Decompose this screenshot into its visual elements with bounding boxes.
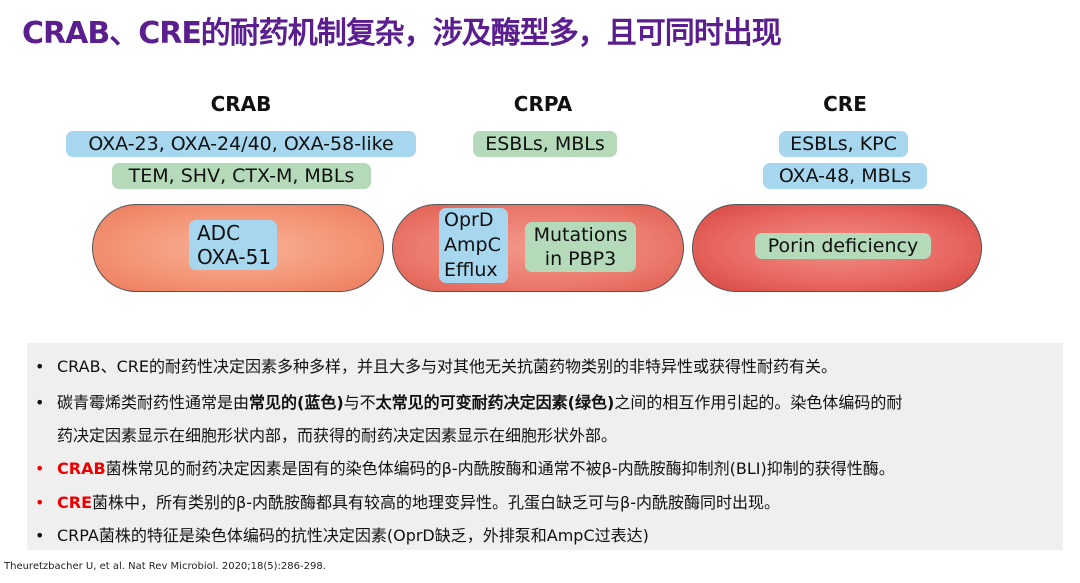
slide-title: CRAB、CRE的耐药机制复杂，涉及酶型多，且可同时出现	[22, 16, 782, 51]
crpa-intrinsic-tag: OprD AmpC Efflux	[439, 208, 508, 283]
tag-line: Mutations	[533, 224, 628, 246]
tag-line: OprD	[444, 209, 494, 231]
tag-line: ADC	[197, 221, 241, 245]
bullet-list: CRAB、CRE的耐药性决定因素多种多样，并且大多与对其他无关抗菌药物类别的非特…	[27, 343, 1063, 550]
crab-intrinsic-tag: ADC OXA-51	[189, 220, 277, 270]
bullet-item: CRAB、CRE的耐药性决定因素多种多样，并且大多与对其他无关抗菌药物类别的非特…	[35, 356, 837, 378]
bullet-item: CRE菌株中，所有类别的β-内酰胺酶都具有较高的地理变异性。孔蛋白缺乏可与β-内…	[35, 492, 780, 514]
cre-label: CRE	[823, 92, 867, 116]
tag-line: Efflux	[444, 259, 498, 281]
cre-acquired-tag: OXA-48, MBLs	[763, 163, 927, 189]
tag-line: AmpC	[444, 234, 501, 256]
bullet-continuation: 药决定因素显示在细胞形状内部，而获得的耐药决定因素显示在细胞形状外部。	[57, 426, 618, 445]
tag-line: in PBP3	[544, 248, 617, 270]
crab-acquired-tag: TEM, SHV, CTX-M, MBLs	[112, 163, 371, 189]
bullet-item: 碳青霉烯类耐药性通常是由常见的(蓝色)与不太常见的可变耐药决定因素(绿色)之间的…	[35, 392, 902, 414]
tag-line: OXA-51	[197, 245, 272, 269]
crpa-variable-tag: Mutations in PBP3	[525, 222, 636, 272]
cre-acquired-tag: ESBLs, KPC	[779, 131, 908, 157]
crab-label: CRAB	[210, 92, 272, 116]
citation: Theuretzbacher U, et al. Nat Rev Microbi…	[4, 561, 326, 572]
cre-variable-tag: Porin deficiency	[755, 233, 931, 259]
crpa-acquired-tag: ESBLs, MBLs	[473, 131, 617, 157]
crpa-label: CRPA	[513, 92, 573, 116]
bullet-item: CRPA菌株的特征是染色体编码的抗性决定因素(OprD缺乏，外排泵和AmpC过表…	[35, 525, 649, 547]
bullet-item: CRAB菌株常见的耐药决定因素是固有的染色体编码的β-内酰胺酶和通常不被β-内酰…	[35, 458, 895, 480]
crab-acquired-tag: OXA-23, OXA-24/40, OXA-58-like	[66, 131, 416, 157]
